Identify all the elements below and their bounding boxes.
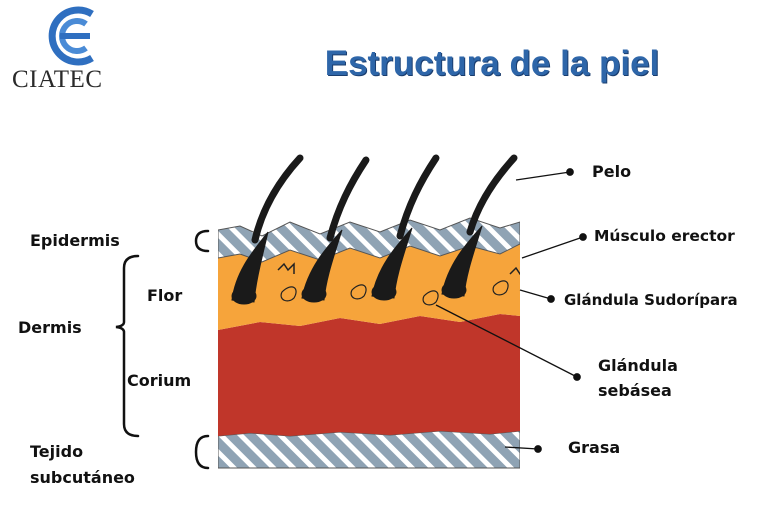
subcutaneous-layer (218, 431, 520, 468)
label-flor: Flor (147, 284, 182, 308)
label-glandula-sebasea-line2: sebásea (598, 379, 672, 403)
brackets (116, 231, 208, 468)
label-dermis: Dermis (18, 316, 82, 340)
label-epidermis: Epidermis (30, 229, 120, 253)
epidermis-bracket (196, 231, 208, 251)
label-glandula-sudoripara: Glándula Sudorípara (564, 288, 738, 312)
label-glandula-sebasea-line1: Glándula (598, 354, 678, 378)
corium-layer (218, 314, 520, 436)
label-pelo: Pelo (592, 160, 631, 184)
dermis-bracket (116, 256, 138, 436)
label-corium: Corium (127, 369, 191, 393)
label-musculo-erector: Músculo erector (594, 224, 735, 248)
label-tejido-line2: subcutáneo (30, 466, 135, 490)
logo-text: CIATEC (12, 66, 103, 94)
page-title: Estructura de la piel (262, 44, 722, 84)
tejido-bracket (196, 436, 208, 468)
ciatec-logo-icon (52, 10, 92, 62)
label-grasa: Grasa (568, 436, 620, 460)
label-tejido-line1: Tejido (30, 440, 83, 464)
